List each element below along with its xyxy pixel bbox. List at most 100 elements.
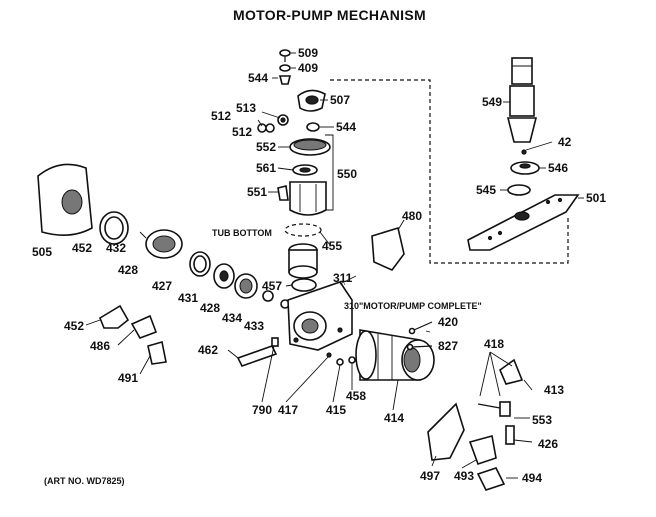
- label-431: 431: [178, 291, 198, 305]
- label-434: 434: [222, 311, 242, 325]
- impeller-428: [139, 229, 183, 259]
- label-552: 552: [256, 140, 276, 154]
- pin-42: [521, 149, 527, 155]
- clip-513: [277, 114, 289, 126]
- bracket-491: [147, 340, 167, 365]
- washer-434: [262, 290, 274, 302]
- clamp-790: [271, 337, 279, 347]
- screw-512: [257, 123, 275, 133]
- label-420: 420: [438, 315, 458, 329]
- chopper-455: [288, 243, 318, 279]
- nut-544-top: [278, 75, 292, 85]
- leader-lines: [85, 52, 584, 479]
- label-544-mid: 544: [336, 120, 356, 134]
- pump-housing-550: [289, 181, 327, 216]
- bracket-452: [99, 304, 130, 329]
- label-549: 549: [482, 95, 502, 109]
- ring-452: [99, 211, 129, 245]
- label-512-b: 512: [232, 125, 252, 139]
- hub-546: [510, 161, 540, 175]
- label-493: 493: [454, 469, 474, 483]
- part-labels: 509 409 544 507 513 512 512 544 552 561 …: [32, 46, 606, 486]
- washer-415: [336, 358, 344, 366]
- gasket-457: [291, 278, 317, 292]
- washer-409: [279, 64, 291, 72]
- label-551: 551: [247, 185, 267, 199]
- bracket-480: [371, 226, 405, 271]
- label-501: 501: [586, 191, 606, 205]
- clip-553: [477, 401, 511, 417]
- label-462: 462: [198, 343, 218, 357]
- label-452-b: 452: [64, 319, 84, 333]
- screw-417: [326, 352, 332, 358]
- label-426: 426: [538, 437, 558, 451]
- label-452-a: 452: [72, 241, 92, 255]
- impeller-552: [289, 138, 331, 156]
- washer-545: [507, 184, 531, 196]
- label-414: 414: [384, 411, 404, 425]
- label-428-b: 428: [200, 301, 220, 315]
- bracket-497: [427, 402, 465, 461]
- impeller-428-lower: [234, 273, 258, 299]
- clip-486: [130, 314, 158, 339]
- pump-body-311: [287, 281, 353, 351]
- seal-561: [292, 164, 318, 176]
- label-409: 409: [298, 61, 318, 75]
- label-457: 457: [262, 279, 282, 293]
- pin-426: [505, 425, 515, 445]
- nut-494: [476, 467, 506, 491]
- label-561: 561: [256, 161, 276, 175]
- label-546: 546: [548, 161, 568, 175]
- spray-arm-501: [467, 194, 580, 251]
- screw-509: [279, 49, 291, 62]
- label-428-a: 428: [118, 263, 138, 277]
- spray-tower-549: [506, 57, 538, 143]
- label-513: 513: [236, 101, 256, 115]
- label-311: 311: [333, 271, 353, 285]
- screw-420: [408, 321, 433, 335]
- hose-462: [236, 345, 278, 367]
- screw-827: [406, 343, 433, 351]
- label-480: 480: [402, 209, 422, 223]
- label-433: 433: [244, 319, 264, 333]
- label-455: 455: [322, 239, 342, 253]
- ring-427: [189, 251, 211, 277]
- label-494: 494: [522, 471, 542, 485]
- label-427: 427: [152, 279, 172, 293]
- art-number: (ART NO. WD7825): [44, 476, 125, 486]
- label-512-a: 512: [211, 109, 231, 123]
- label-827: 827: [438, 339, 458, 353]
- diagram-title: MOTOR-PUMP MECHANISM: [233, 7, 426, 23]
- label-432: 432: [106, 241, 126, 255]
- label-544-top: 544: [248, 71, 268, 85]
- label-545: 545: [476, 183, 496, 197]
- seal-431: [213, 263, 235, 289]
- label-486: 486: [90, 339, 110, 353]
- label-505: 505: [32, 245, 52, 259]
- label-42: 42: [558, 135, 572, 149]
- label-553: 553: [532, 413, 552, 427]
- label-790: 790: [252, 403, 272, 417]
- label-418: 418: [484, 337, 504, 351]
- label-507: 507: [330, 93, 350, 107]
- gasket-551: [277, 185, 289, 201]
- label-509: 509: [298, 46, 318, 60]
- nut-544-mid: [306, 122, 320, 132]
- motor-414: [355, 329, 435, 381]
- label-550: 550: [337, 167, 357, 181]
- screw-458: [348, 356, 356, 364]
- clip-493: [468, 434, 497, 466]
- tub-bottom-note: TUB BOTTOM: [212, 228, 272, 238]
- motor-pump-complete-note: 310"MOTOR/PUMP COMPLETE": [344, 301, 482, 311]
- label-491: 491: [118, 371, 138, 385]
- tub-bottom-gasket: [284, 223, 322, 237]
- label-497: 497: [420, 469, 440, 483]
- sump-505: [37, 163, 93, 236]
- label-415: 415: [326, 403, 346, 417]
- bracket-418: [499, 358, 524, 385]
- cap-507: [297, 89, 326, 112]
- label-413: 413: [544, 383, 564, 397]
- assembly-callout-box: [330, 79, 569, 264]
- label-417: 417: [278, 403, 298, 417]
